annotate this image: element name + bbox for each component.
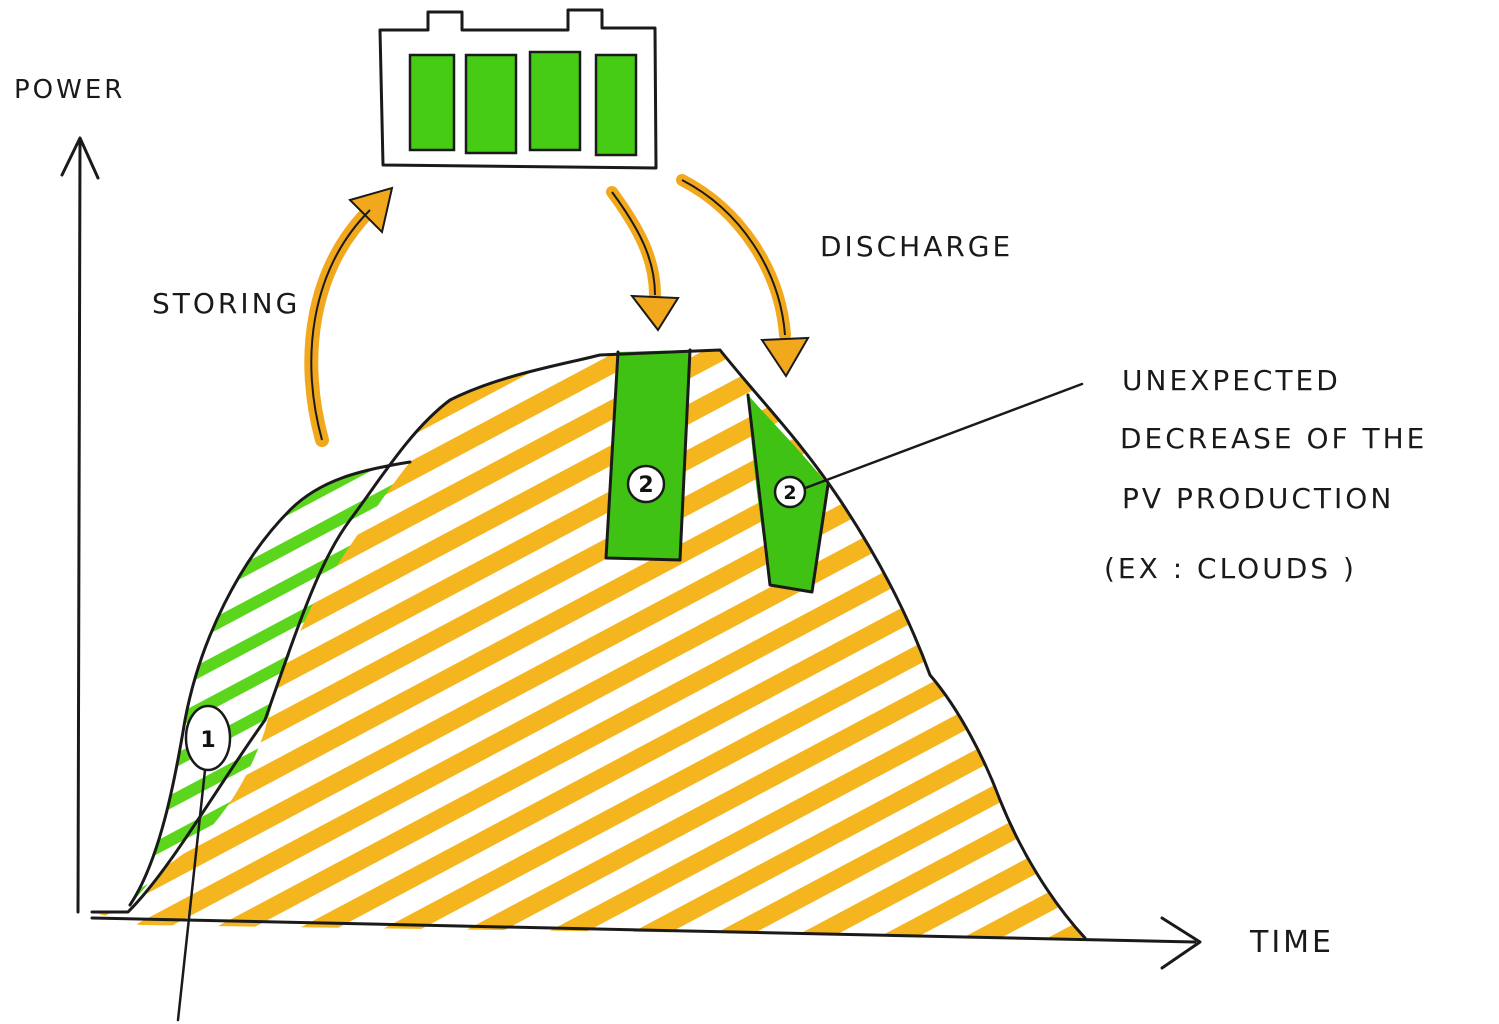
clouds-leader-line <box>800 384 1082 490</box>
svg-text:1: 1 <box>200 728 215 753</box>
discharge-marker-badge-a: 2 <box>628 466 664 502</box>
storing-label: STORING <box>152 287 300 320</box>
svg-text:PV PRODUCTION: PV PRODUCTION <box>1122 482 1394 515</box>
svg-text:2: 2 <box>783 482 796 504</box>
discharge-arrow-b <box>682 180 808 376</box>
svg-text:UNEXPECTED: UNEXPECTED <box>1122 364 1341 397</box>
discharge-marker-badge-b: 2 <box>775 477 805 507</box>
y-axis-label: POWER <box>14 75 125 105</box>
storing-arrow <box>311 188 392 440</box>
storing-marker-badge: 1 <box>186 706 230 770</box>
battery-cell-3 <box>530 52 580 150</box>
discharge-label: DISCHARGE <box>820 230 1013 263</box>
svg-text:DECREASE OF THE: DECREASE OF THE <box>1120 422 1427 455</box>
svg-text:(EX : CLOUDS ): (EX : CLOUDS ) <box>1104 552 1357 585</box>
discharge-arrow-a <box>612 192 678 330</box>
clouds-annotation: UNEXPECTED DECREASE OF THE PV PRODUCTION… <box>1104 364 1427 585</box>
battery-cell-4 <box>596 55 636 155</box>
battery-icon <box>380 10 656 168</box>
svg-text:2: 2 <box>638 473 653 498</box>
discharge-bar-a <box>606 350 690 560</box>
battery-cell-2 <box>466 55 516 153</box>
y-axis <box>78 140 80 912</box>
battery-cell-1 <box>410 55 454 150</box>
x-axis-label: TIME <box>1249 925 1334 960</box>
